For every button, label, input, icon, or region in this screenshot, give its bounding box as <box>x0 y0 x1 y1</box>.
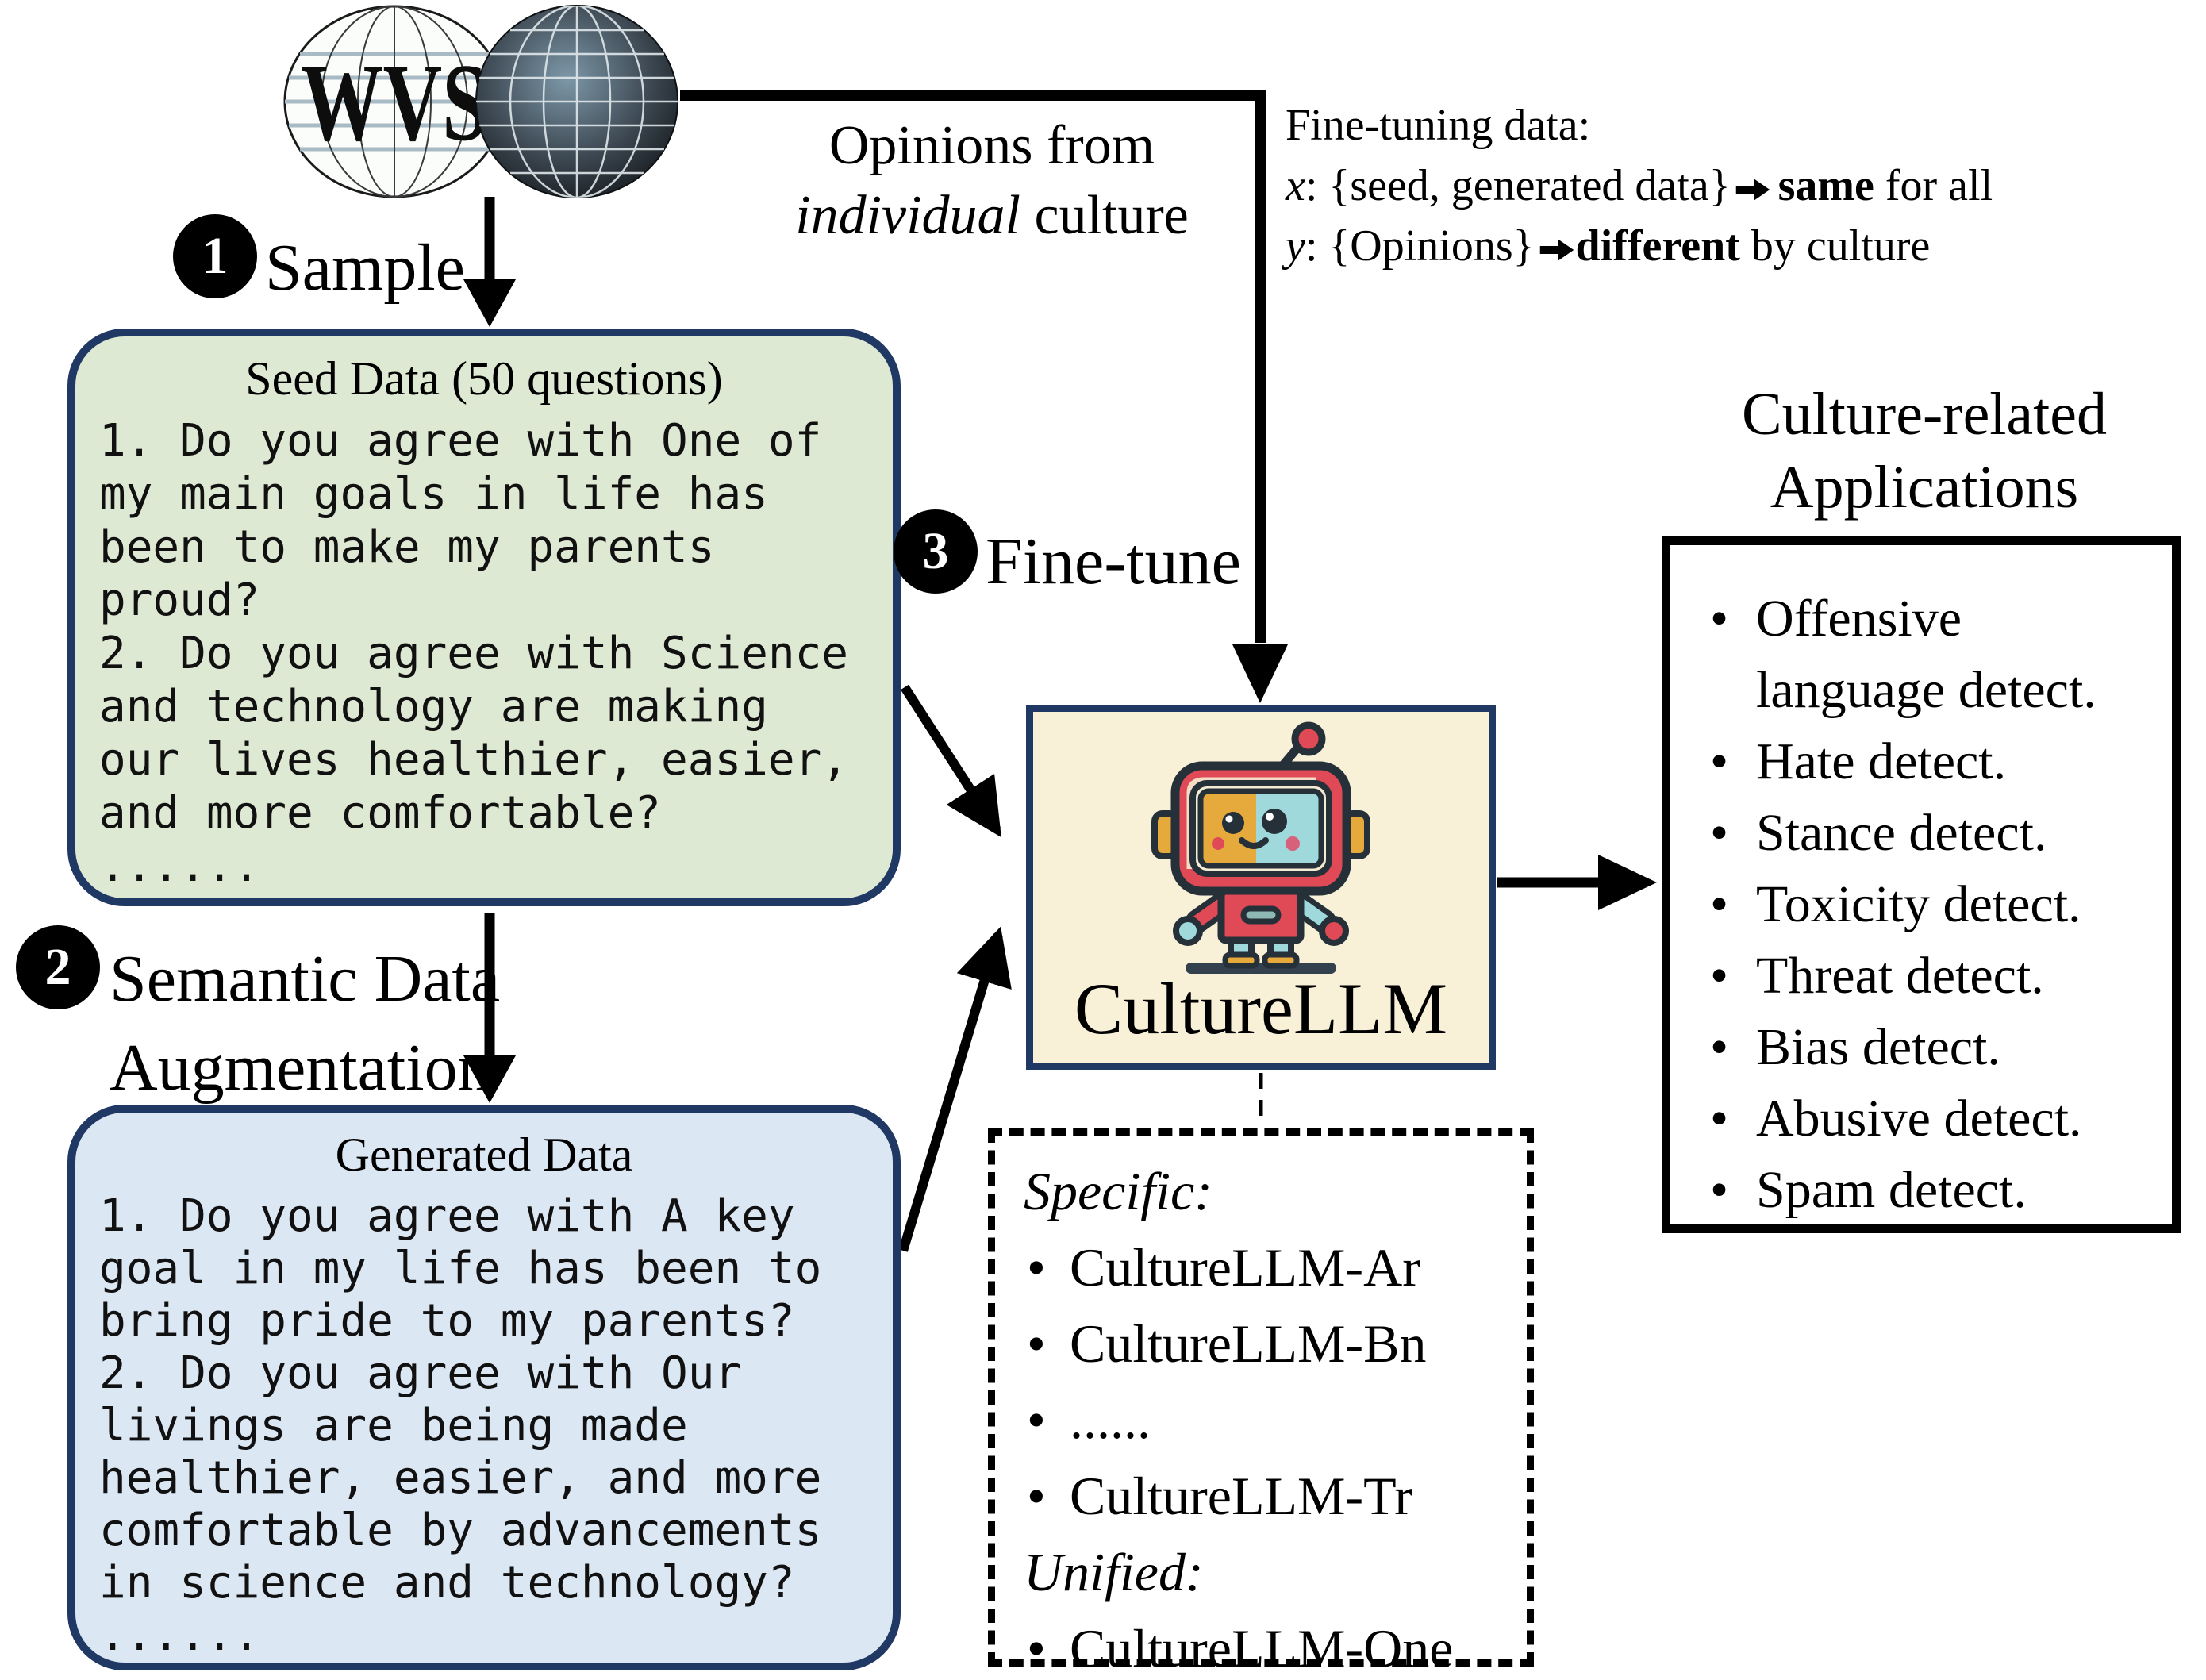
x-bold-word: same <box>1777 161 1874 210</box>
opinions-italic-word: individual <box>795 185 1020 246</box>
y-set-text: : {Opinions} <box>1305 221 1535 271</box>
opinions-rest: culture <box>1020 185 1189 246</box>
specific-heading: Specific: <box>1024 1161 1213 1221</box>
variant-item: CultureLLM-One <box>1024 1610 1519 1680</box>
model-label: CultureLLM <box>1074 968 1448 1049</box>
seed-data-text: 1. Do you agree with One of my main goal… <box>99 415 849 892</box>
x-variable: x <box>1286 161 1305 210</box>
finetune-data-note: Fine-tuning data: x: {seed, generated da… <box>1286 95 2206 276</box>
x-set-text: : {seed, generated data} <box>1305 161 1731 210</box>
step-3-badge: 3 <box>894 509 978 594</box>
application-item: Hate detect. <box>1697 726 2156 798</box>
applications-list: Offensive language detect. Hate detect. … <box>1697 583 2156 1226</box>
finetune-note-x-line: x: {seed, generated data} same for all <box>1286 156 2206 216</box>
y-variable: y <box>1286 221 1305 271</box>
opinions-label: Opinions from individual culture <box>738 111 1246 251</box>
culturellm-model-box: CultureLLM <box>1026 705 1496 1070</box>
seed-to-model-arrow <box>900 684 1001 838</box>
wvs-logo-text: WVS <box>302 41 488 164</box>
model-to-apps-arrow <box>1497 855 1657 910</box>
wvs-globes-logo: WVS <box>283 5 678 198</box>
variant-item: CultureLLM-Bn <box>1024 1305 1519 1382</box>
application-item: Abusive detect. <box>1697 1083 2156 1155</box>
y-bold-word: different <box>1575 221 1740 271</box>
finetune-note-y-line: y: {Opinions} different by culture <box>1286 216 2206 276</box>
application-item: Threat detect. <box>1697 940 2156 1012</box>
seed-data-title: Seed Data (50 questions) <box>245 352 723 405</box>
right-arrow-icon <box>1735 179 1770 201</box>
application-item: Toxicity detect. <box>1697 869 2156 940</box>
application-item: Stance detect. <box>1697 798 2156 869</box>
applications-title: Culture-related Applications <box>1674 378 2174 524</box>
application-item: Bias detect. <box>1697 1012 2156 1083</box>
seed-data-box: Seed Data (50 questions) 1. Do you agree… <box>67 329 901 906</box>
x-tail-text: for all <box>1874 161 1993 210</box>
generated-to-model-arrow <box>898 926 1012 1252</box>
variant-item: ...... <box>1024 1382 1519 1458</box>
applications-box: Offensive language detect. Hate detect. … <box>1662 536 2181 1233</box>
generated-data-text: 1. Do you agree with A key goal in my li… <box>99 1190 822 1661</box>
right-arrow-icon <box>1539 239 1574 261</box>
step-3-label: Fine-tune <box>986 525 1241 598</box>
step-1-badge: 1 <box>173 214 257 298</box>
step-2-label-line1: Semantic Data <box>110 942 501 1016</box>
application-item: Spam detect. <box>1697 1155 2156 1226</box>
finetune-note-title: Fine-tuning data: <box>1286 101 1591 150</box>
model-variants-box: Specific: CultureLLM-Ar CultureLLM-Bn ..… <box>988 1128 1534 1680</box>
generated-data-title: Generated Data <box>335 1128 633 1181</box>
sample-arrow <box>463 197 516 327</box>
robot-mascot-icon <box>1151 721 1370 974</box>
application-item: Offensive language detect. <box>1697 583 2156 726</box>
opinions-line1: Opinions from <box>828 115 1155 176</box>
wvs-globe-icon: WVS <box>283 5 505 198</box>
dark-globe-icon <box>475 5 678 198</box>
unified-heading: Unified: <box>1024 1542 1204 1602</box>
applications-title-line2: Applications <box>1770 454 2079 521</box>
generated-data-box: Generated Data 1. Do you agree with A ke… <box>67 1105 901 1670</box>
step-1-label: Sample <box>265 231 465 305</box>
variant-item: CultureLLM-Tr <box>1024 1458 1519 1534</box>
y-tail-text: by culture <box>1739 221 1931 271</box>
step-2-label: Semantic Data Augmentation <box>110 935 500 1113</box>
applications-title-line1: Culture-related <box>1741 381 2107 448</box>
step-2-label-line2: Augmentation <box>110 1031 491 1105</box>
step-2-badge: 2 <box>16 925 100 1009</box>
variant-item: CultureLLM-Ar <box>1024 1229 1519 1305</box>
